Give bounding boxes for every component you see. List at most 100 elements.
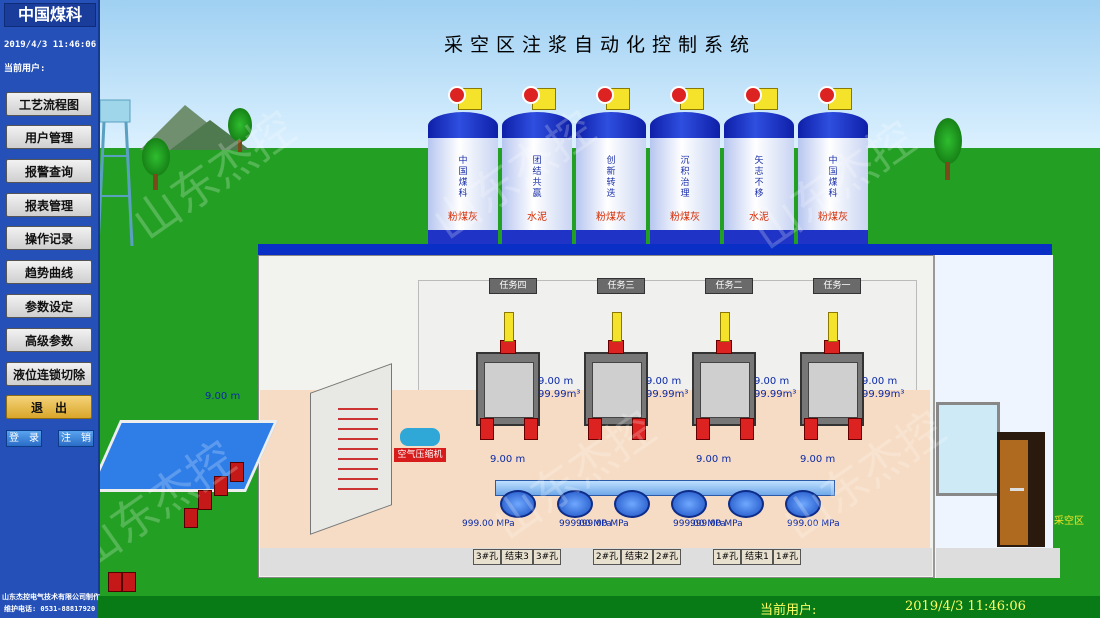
tree-icon	[142, 138, 170, 176]
hole-tag-a[interactable]: 2#孔	[593, 549, 621, 565]
grout-pump-6[interactable]	[785, 490, 821, 518]
pool-pump-icon[interactable]	[184, 508, 198, 528]
nav-button-1[interactable]: 工艺流程图	[6, 92, 92, 116]
silo-material-label: 粉煤灰	[818, 212, 848, 223]
logout-button[interactable]: 注 销	[58, 430, 94, 447]
pump-pressure-value: 999.00 MPa	[462, 519, 515, 529]
silo-base	[650, 230, 720, 248]
hole-tag-b[interactable]: 结束3	[501, 549, 533, 565]
task-label-3[interactable]: 任务三	[597, 278, 645, 294]
silo-material-label: 水泥	[527, 212, 547, 223]
outlet-valve-icon[interactable]	[524, 418, 538, 440]
pool-pump-icon[interactable]	[108, 572, 122, 592]
hole-tag-b[interactable]: 结束2	[621, 549, 653, 565]
nav-button-8[interactable]: 高级参数	[6, 328, 92, 352]
outlet-valve-icon[interactable]	[480, 418, 494, 440]
status-bar	[98, 596, 1100, 618]
outlet-valve-icon[interactable]	[696, 418, 710, 440]
water-tower-graphic	[96, 99, 134, 246]
page-title: 采空区注浆自动化控制系统	[443, 34, 756, 56]
tank-level-1: 9.00 m	[490, 454, 526, 465]
silo-material-label: 水泥	[749, 212, 769, 223]
silo-5[interactable]: 矢志不移水泥	[724, 112, 794, 232]
nav-button-3[interactable]: 报警查询	[6, 159, 92, 183]
pump-pressure-value: 999.00 MPa	[673, 519, 726, 529]
pool-pump-icon[interactable]	[230, 462, 244, 482]
silo-3[interactable]: 创新转迭粉煤灰	[576, 112, 646, 232]
mixer-tank-1[interactable]	[476, 352, 540, 426]
hole-tag-a[interactable]: 1#孔	[713, 549, 741, 565]
manifold-pipe	[495, 480, 835, 496]
silo-text: 中国煤科	[458, 156, 468, 199]
mixer-level-value: 9.00 m	[646, 376, 682, 387]
exit-button[interactable]: 退 出	[6, 395, 92, 419]
silo-material-label: 粉煤灰	[448, 212, 478, 223]
silo-text: 创新转迭	[606, 156, 616, 199]
pump-pressure-value: 999.00 MPa	[559, 519, 612, 529]
hole-tag-c[interactable]: 1#孔	[773, 549, 801, 565]
sidebar-user-label: 当前用户:	[4, 64, 46, 74]
valve-icon[interactable]	[608, 340, 624, 354]
nav-button-9[interactable]: 液位连锁切除	[6, 362, 92, 386]
pool-level-value: 9.00 m	[205, 391, 241, 402]
valve-icon[interactable]	[824, 340, 840, 354]
nav-button-7[interactable]: 参数设定	[6, 294, 92, 318]
grout-pump-5[interactable]	[728, 490, 764, 518]
grout-pump-3[interactable]	[614, 490, 650, 518]
mixer-window	[484, 362, 534, 418]
grout-pump-2[interactable]	[557, 490, 593, 518]
hole-tag-b[interactable]: 结束1	[741, 549, 773, 565]
door-handle-icon	[1010, 488, 1024, 491]
task-label-1[interactable]: 任务一	[813, 278, 861, 294]
feed-pipe	[612, 312, 622, 342]
silo-text: 矢志不移	[754, 156, 764, 199]
building-roof	[258, 244, 1052, 255]
fan-icon	[744, 86, 762, 104]
mixer-tank-3[interactable]	[692, 352, 756, 426]
mixer-tank-2[interactable]	[584, 352, 648, 426]
tree-icon	[228, 108, 252, 142]
mixer-level-value: 9.00 m	[754, 376, 790, 387]
silo-4[interactable]: 沉积治理粉煤灰	[650, 112, 720, 232]
pool-pump-icon[interactable]	[122, 572, 136, 592]
silo-6[interactable]: 中国煤科粉煤灰	[798, 112, 868, 232]
outlet-valve-icon[interactable]	[588, 418, 602, 440]
mixer-level-value: 9.00 m	[538, 376, 574, 387]
task-label-4[interactable]: 任务四	[489, 278, 537, 294]
nav-button-4[interactable]: 报表管理	[6, 193, 92, 217]
grout-pump-4[interactable]	[671, 490, 707, 518]
valve-icon[interactable]	[716, 340, 732, 354]
silo-base	[502, 230, 572, 248]
valve-icon[interactable]	[500, 340, 516, 354]
outlet-valve-icon[interactable]	[632, 418, 646, 440]
nav-button-5[interactable]: 操作记录	[6, 226, 92, 250]
tank-level-3: 9.00 m	[800, 454, 836, 465]
silo-text: 沉积治理	[680, 156, 690, 199]
outlet-valve-icon[interactable]	[848, 418, 862, 440]
hole-tag-c[interactable]: 3#孔	[533, 549, 561, 565]
nav-button-6[interactable]: 趋势曲线	[6, 260, 92, 284]
hole-tag-a[interactable]: 3#孔	[473, 549, 501, 565]
silo-1[interactable]: 中国煤科粉煤灰	[428, 112, 498, 232]
outlet-valve-icon[interactable]	[740, 418, 754, 440]
tree-icon	[934, 118, 962, 164]
slurry-pool	[87, 420, 279, 492]
hole-tag-c[interactable]: 2#孔	[653, 549, 681, 565]
silo-2[interactable]: 团结共赢水泥	[502, 112, 572, 232]
mixer-window	[700, 362, 750, 418]
cabinet-panel	[338, 400, 378, 490]
silo-text: 中国煤科	[828, 156, 838, 199]
login-button[interactable]: 登 录	[6, 430, 42, 447]
footer-datetime: 2019/4/3 11:46:06	[905, 599, 1026, 614]
door[interactable]	[1000, 440, 1028, 545]
nav-button-2[interactable]: 用户管理	[6, 125, 92, 149]
task-label-2[interactable]: 任务二	[705, 278, 753, 294]
grout-pump-1[interactable]	[500, 490, 536, 518]
pool-pump-icon[interactable]	[198, 490, 212, 510]
sidebar-datetime: 2019/4/3 11:46:06	[4, 40, 97, 50]
feed-pipe	[720, 312, 730, 342]
mixer-tank-4[interactable]	[800, 352, 864, 426]
outlet-valve-icon[interactable]	[804, 418, 818, 440]
pool-pump-icon[interactable]	[214, 476, 228, 496]
mixer-window	[808, 362, 858, 418]
